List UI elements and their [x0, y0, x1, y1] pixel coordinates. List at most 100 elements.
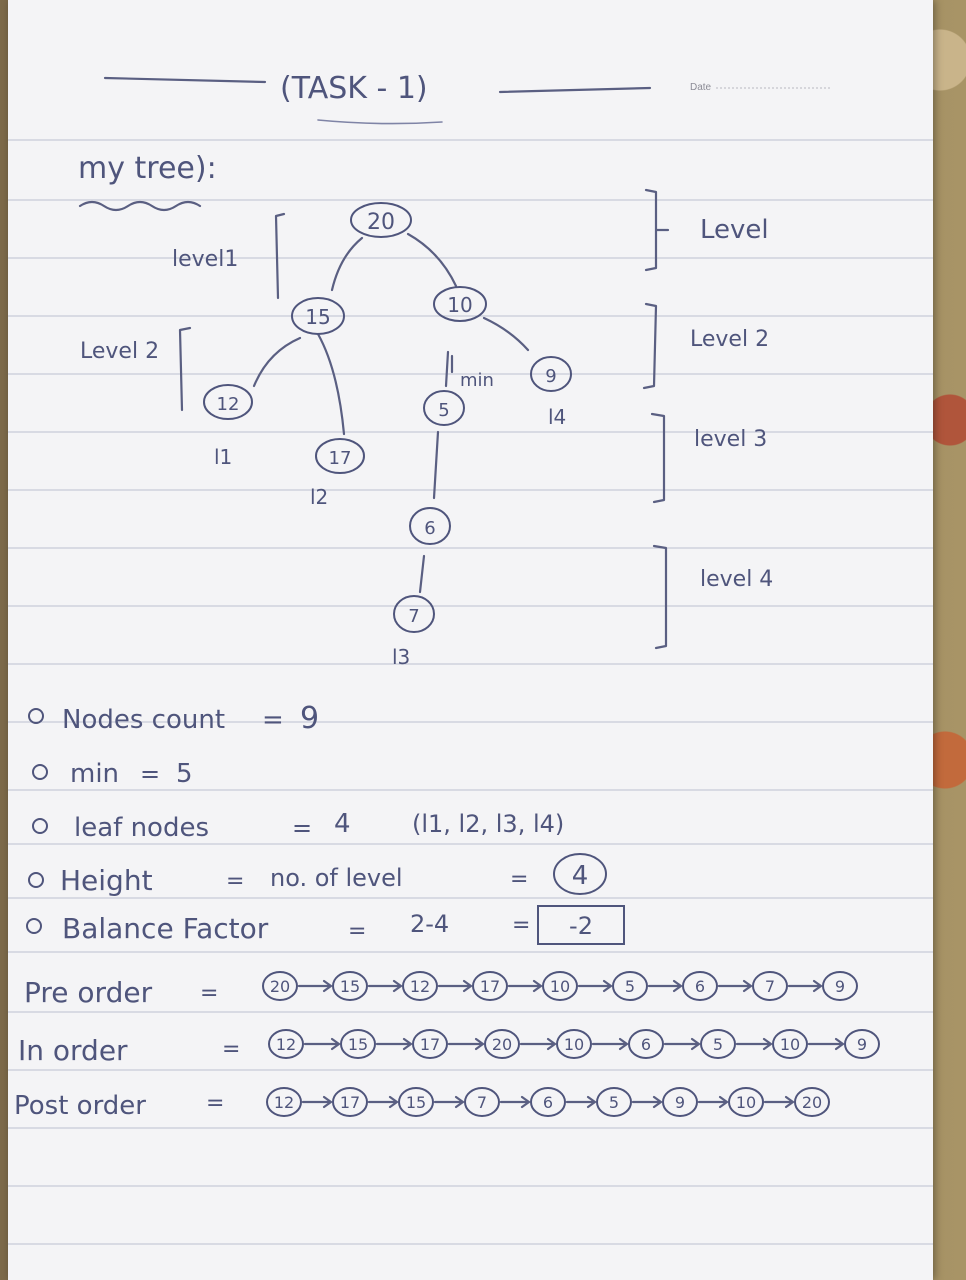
leaf-label-l2: l2 [310, 485, 328, 509]
right-level2-label: Level 2 [690, 327, 769, 352]
fact-value: 4 [334, 809, 351, 839]
traversal-node: 12 [266, 1087, 302, 1117]
node-label: 20 [367, 210, 395, 235]
traversal-node-label: 5 [713, 1035, 723, 1054]
tree-edges [252, 232, 530, 594]
fact-equals: = [262, 705, 284, 735]
tree-node-10: 10 [433, 286, 487, 322]
traversal-label: Pre order [24, 976, 153, 1009]
traversal-node-circle [772, 1029, 808, 1059]
traversal-node-circle [268, 1029, 304, 1059]
fact-label: Nodes count [62, 705, 225, 735]
left-level2-label: Level 2 [80, 339, 159, 364]
traversal-node-label: 10 [550, 977, 570, 996]
tree-node-20: 20 [350, 202, 412, 238]
traversal-equals: = [200, 981, 218, 1006]
node-label: 12 [217, 394, 240, 415]
arrow-icon [787, 979, 823, 993]
notebook-page [8, 0, 933, 1280]
traversal-node-label: 5 [609, 1093, 619, 1112]
arrow-icon [807, 1037, 845, 1051]
traversal-node: 9 [662, 1087, 698, 1117]
arrow-icon [763, 1095, 795, 1109]
page-title: (TASK - 1) [280, 71, 428, 106]
node-label: 15 [305, 305, 330, 329]
traversal-node: 10 [728, 1087, 764, 1117]
traversal-node: 10 [772, 1029, 808, 1059]
traversal-node-circle [542, 971, 578, 1001]
fact-result: 4 [572, 861, 589, 891]
arrow-icon [577, 979, 613, 993]
traversal-node-label: 20 [492, 1035, 512, 1054]
arrow-icon [735, 1037, 773, 1051]
edge-10-9 [482, 316, 530, 352]
node-circle [409, 507, 451, 545]
title-left-line [103, 76, 267, 84]
arrow-icon [433, 1095, 465, 1109]
traversal-node-circle [332, 1087, 368, 1117]
right-level4-bracket [652, 544, 668, 650]
traversal-node: 17 [332, 1087, 368, 1117]
traversal-node-label: 10 [780, 1035, 800, 1054]
traversal-node-label: 15 [406, 1093, 426, 1112]
bullet-icon [32, 818, 48, 834]
traversal-node-label: 6 [543, 1093, 553, 1112]
traversal-node: 5 [700, 1029, 736, 1059]
arrow-icon [303, 1037, 341, 1051]
traversal-node-label: 9 [675, 1093, 685, 1112]
tree-node-7: 7 [393, 595, 435, 633]
fact-leaf-nodes: leaf nodes = 4 (l1, l2, l3, l4) [32, 809, 564, 843]
traversal-node: 9 [822, 971, 858, 1001]
tree-node-9: 9 [530, 356, 572, 392]
traversal-node: 20 [262, 971, 298, 1001]
traversal-node-circle [484, 1029, 520, 1059]
traversal-node: 20 [794, 1087, 830, 1117]
traversal-node-label: 17 [480, 977, 500, 996]
traversal-node-circle [412, 1029, 448, 1059]
min-label: min [460, 370, 494, 391]
traversal-node-circle [556, 1029, 592, 1059]
node-circle [350, 202, 412, 238]
edge-10-5 [444, 350, 450, 388]
arrow-icon [297, 979, 333, 993]
node-label: 7 [408, 606, 419, 627]
right-level1-bracket [644, 188, 670, 272]
traversal-node: 10 [556, 1029, 592, 1059]
traversal-node-circle [530, 1087, 566, 1117]
edge-15-12 [252, 336, 302, 388]
traversal-node-circle [794, 1087, 830, 1117]
ruled-lines [8, 139, 933, 1245]
bullet-icon [32, 764, 48, 780]
traversal-node-label: 10 [564, 1035, 584, 1054]
result-box [537, 905, 625, 945]
arrow-icon [565, 1095, 597, 1109]
node-circle [530, 356, 572, 392]
node-label: 10 [447, 293, 472, 317]
edge-6-7 [418, 554, 426, 594]
traversal-node: 20 [484, 1029, 520, 1059]
traversal-label: Post order [14, 1091, 146, 1121]
fact-equals: = [140, 760, 160, 788]
node-label: 9 [545, 366, 556, 387]
traversal-node-circle [700, 1029, 736, 1059]
node-circle [315, 438, 365, 474]
fact-label: Height [60, 864, 153, 897]
traversal-node: 15 [398, 1087, 434, 1117]
tree-heading: my tree): [78, 151, 217, 186]
right-level2-bracket [642, 302, 658, 390]
traversal-node-label: 17 [420, 1035, 440, 1054]
traversal-node-label: 15 [340, 977, 360, 996]
traversal-node-label: 17 [340, 1093, 360, 1112]
right-level4-label: level 4 [700, 567, 773, 592]
fact-nodes-count: Nodes count = 9 [28, 701, 319, 736]
arrow-icon [591, 1037, 629, 1051]
traversal-node-circle [332, 971, 368, 1001]
tree-node-15: 15 [291, 297, 345, 335]
traversal-node-label: 7 [765, 977, 775, 996]
tree-node-6: 6 [409, 507, 451, 545]
traversal-node-circle [752, 971, 788, 1001]
bullet-icon [28, 708, 44, 724]
traversal-node-label: 9 [835, 977, 845, 996]
